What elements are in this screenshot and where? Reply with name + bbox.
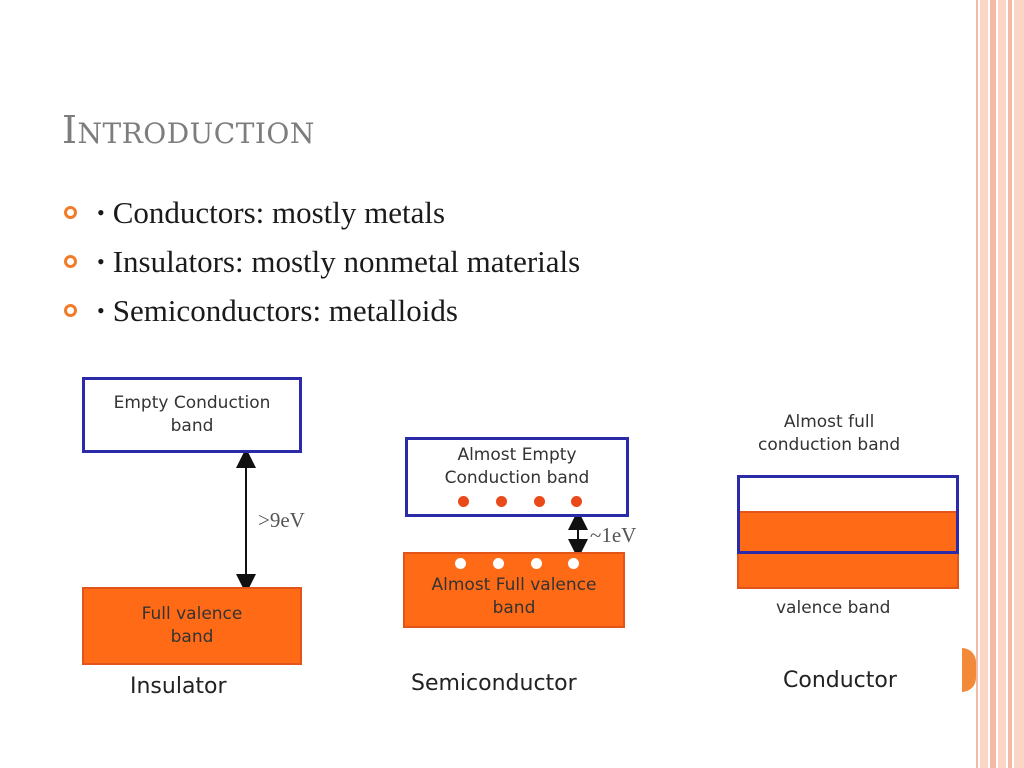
semiconductor-gap-label: ~1eV [590,523,637,547]
bullet-dot: • [97,297,105,323]
bullet-ring-icon [64,304,77,317]
semiconductor-conduction-band: Almost Empty Conduction band [405,437,629,517]
insulator-gap-label: >9eV [258,508,305,532]
border-stripe [990,0,996,768]
border-stripe [980,0,988,768]
conductor-bottom-label: valence band [776,598,891,618]
bullet-text: Conductors: mostly metals [112,194,446,230]
conductor-conduction-band [737,475,959,554]
title-rest: ntroduction [77,117,315,150]
title-initial: I [62,108,78,152]
bullet-text: Semiconductors: metalloids [112,292,458,328]
border-stripe [1014,0,1024,768]
hole-icon [455,558,466,569]
insulator-label: Insulator [130,674,227,699]
semiconductor-label: Semiconductor [411,671,577,696]
bullet-item-semiconductors: • Semiconductors: metalloids [64,286,580,335]
electron-icon [496,496,507,507]
side-tab [962,648,976,692]
insulator-valence-band: Full valence band [82,587,302,665]
conductor-top-label: Almost full conduction band [758,412,901,455]
electron-icon [534,496,545,507]
hole-icon [568,558,579,569]
conductor-valence-fill [737,511,959,589]
bullet-dot: • [97,248,105,274]
bullet-ring-icon [64,255,77,268]
bullet-text: Insulators: mostly nonmetal materials [112,243,581,279]
bullet-ring-icon [64,206,77,219]
border-stripe [998,0,1006,768]
hole-icon [493,558,504,569]
semiconductor-valence-band: Almost Full valence band [403,552,625,628]
bullet-item-insulators: • Insulators: mostly nonmetal materials [64,237,580,286]
bullet-dot: • [97,199,105,225]
slide-title: Introduction [62,108,315,152]
bullet-item-conductors: • Conductors: mostly metals [64,188,580,237]
conductor-label: Conductor [783,668,897,693]
border-stripe [976,0,978,768]
electron-icon [571,496,582,507]
electron-icon [458,496,469,507]
bullet-list: • Conductors: mostly metals • Insulators… [64,188,580,335]
insulator-conduction-band: Empty Conduction band [82,377,302,453]
hole-icon [531,558,542,569]
border-stripe [1008,0,1012,768]
